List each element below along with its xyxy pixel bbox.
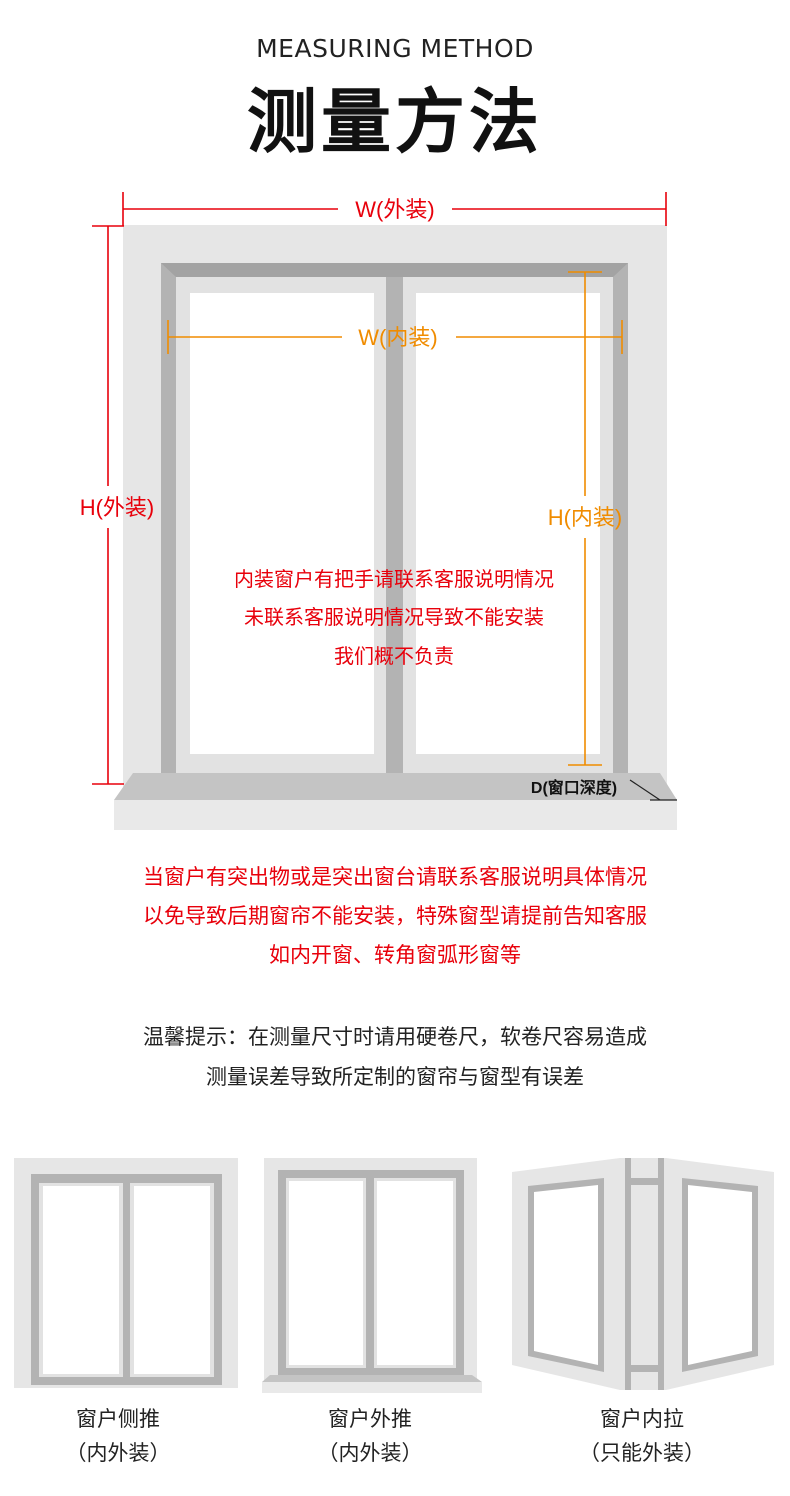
inward-window-illustration <box>512 1158 774 1390</box>
window-sill-top <box>114 773 677 800</box>
tip-line-1: 温馨提示：在测量尺寸时请用硬卷尺，软卷尺容易造成 <box>143 1025 647 1049</box>
depth-marker <box>629 779 677 801</box>
notice-line-3: 如内开窗、转角窗弧形窗等 <box>269 943 521 967</box>
center-notice-line-1: 内装窗户有把手请联系客服说明情况 <box>234 567 554 591</box>
w-outer-label: W(外装) <box>355 197 434 222</box>
tip-line-2: 测量误差导致所定制的窗帘与窗型有误差 <box>206 1065 584 1089</box>
window-type-1-name: 窗户侧推 <box>76 1407 160 1431</box>
frame-bevel <box>161 263 628 277</box>
page-title: 测量方法 <box>247 81 543 163</box>
sliding-window-illustration <box>14 1158 238 1388</box>
right-pane <box>416 293 600 754</box>
depth-label: D(窗口深度) <box>531 778 617 797</box>
window-types-illustration <box>14 1158 774 1393</box>
center-mullion <box>386 277 403 773</box>
outward-window-illustration <box>262 1158 482 1393</box>
h-outer-dimension <box>92 225 124 785</box>
notice-line-2: 以免导致后期窗帘不能安装，特殊窗型请提前告知客服 <box>143 904 647 928</box>
window-type-3-note: （只能外装） <box>579 1441 705 1465</box>
w-inner-dimension <box>167 320 623 354</box>
w-outer-dimension <box>122 192 667 226</box>
window-type-2-note: （内外装） <box>317 1441 423 1465</box>
h-outer-label: H(外装) <box>80 495 155 520</box>
center-notice-line-2: 未联系客服说明情况导致不能安装 <box>244 605 544 629</box>
window-sill-front <box>114 800 677 830</box>
left-pane <box>190 293 374 754</box>
window-type-1-note: （内外装） <box>65 1441 171 1465</box>
center-notice-line-3: 我们概不负责 <box>334 644 454 668</box>
h-inner-label: H(内装) <box>548 505 623 530</box>
notice-line-1: 当窗户有突出物或是突出窗台请联系客服说明具体情况 <box>143 865 647 889</box>
w-inner-label: W(内装) <box>358 325 437 350</box>
page-subtitle: MEASURING METHOD <box>256 34 534 63</box>
h-inner-dimension <box>568 271 602 766</box>
window-type-3-name: 窗户内拉 <box>600 1407 684 1431</box>
main-window-diagram: W(外装) H(外装) W(内装) H(内装) D(窗口深度) 内装窗户有把手请… <box>80 192 677 830</box>
window-type-2-name: 窗户外推 <box>328 1407 412 1431</box>
